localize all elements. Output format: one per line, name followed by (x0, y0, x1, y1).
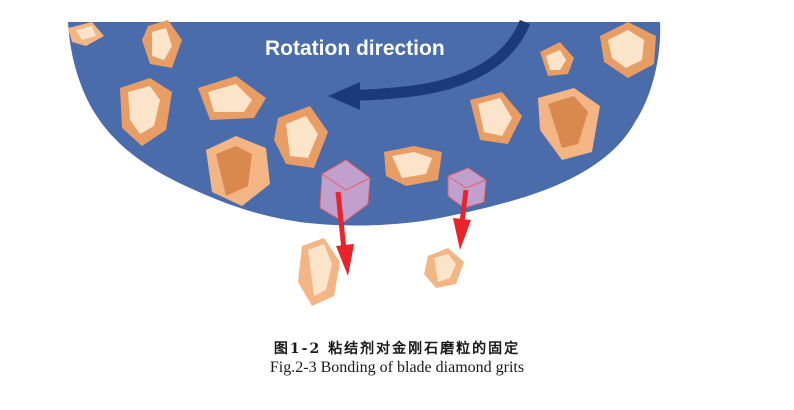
grit (540, 42, 574, 76)
grit (384, 146, 442, 186)
detached-grit-left (298, 238, 340, 306)
detached-grit-right (424, 248, 464, 288)
falling-arrow-left (335, 191, 354, 276)
grit (120, 78, 172, 146)
rotation-direction-label: Rotation direction (265, 37, 445, 60)
grit (68, 22, 104, 46)
grit (538, 88, 600, 160)
grit (470, 92, 522, 144)
embedded-grits (68, 20, 656, 206)
grit (142, 20, 182, 68)
caption-english: Fig.2-3 Bonding of blade diamond grits (269, 359, 525, 376)
grit (198, 76, 266, 120)
dislodging-grit-right (447, 167, 487, 209)
rotation-arrow (357, 19, 531, 101)
caption-chinese: 图1-2 粘结剂对金刚石磨粒的固定 (273, 341, 521, 357)
falling-arrow-right (453, 189, 471, 250)
grit (274, 106, 328, 168)
grit (600, 22, 656, 78)
rotation-arrowhead (328, 82, 360, 110)
dislodging-grit-left (319, 159, 371, 223)
grit (206, 136, 270, 206)
blade-diagram: Rotation direction (68, 19, 661, 306)
